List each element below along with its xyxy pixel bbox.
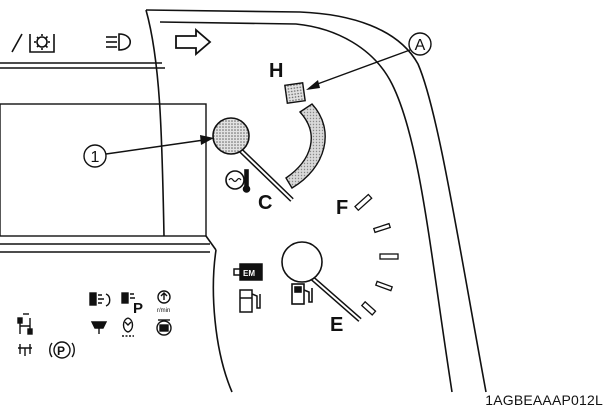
coolant-temperature-icon xyxy=(225,169,251,193)
engine-em-icon: EM xyxy=(233,263,263,281)
fuel-gauge: F E xyxy=(281,193,399,336)
svg-text:P: P xyxy=(133,300,143,317)
callout-1-label: 1 xyxy=(91,149,100,166)
fuel-scale-ticks xyxy=(354,193,399,316)
fuel-full-label: F xyxy=(336,197,348,219)
parking-brake-icon: P xyxy=(49,341,75,359)
temperature-high-label: H xyxy=(269,60,283,82)
headlight-icon xyxy=(106,33,132,51)
engine-speed-icon: r/min xyxy=(157,290,171,314)
callout-a-label: A xyxy=(415,37,426,54)
temperature-cold-label: C xyxy=(258,192,272,214)
svg-text:EM: EM xyxy=(243,269,255,278)
dpf-parking-icon: P xyxy=(121,292,143,317)
regen-icon xyxy=(89,292,111,307)
axle-lock-icon xyxy=(17,313,33,335)
hydraulic-icon xyxy=(90,321,108,334)
panel-outline xyxy=(0,9,487,393)
overheat-zone-marker xyxy=(284,82,306,104)
fuel-pump-outline-icon xyxy=(239,289,261,313)
travel-speed-icon xyxy=(156,319,172,336)
svg-text:r/min: r/min xyxy=(157,308,170,314)
gauge-side-icons: EM xyxy=(233,263,263,313)
engine-warning-icon xyxy=(29,34,55,53)
callout-1: 1 xyxy=(83,135,214,168)
svg-text:P: P xyxy=(57,344,65,358)
temperature-scale-arc xyxy=(285,103,326,189)
figure-code: 1AGBEAAAP012L xyxy=(485,392,603,408)
temperature-needle-hub xyxy=(212,117,250,155)
engine-rpm-icon xyxy=(122,317,134,337)
indicator-slash xyxy=(11,33,23,53)
fuel-needle-hub xyxy=(281,241,323,283)
callout-a: A xyxy=(306,32,432,90)
indicator-cluster: P r/min xyxy=(17,290,172,359)
top-icon-row xyxy=(11,28,212,56)
differential-lock-icon xyxy=(18,344,32,356)
fuel-pump-icon xyxy=(291,283,313,305)
fuel-empty-label: E xyxy=(330,314,343,336)
turn-signal-arrow-icon xyxy=(175,28,212,56)
temperature-gauge: H C xyxy=(212,60,326,214)
